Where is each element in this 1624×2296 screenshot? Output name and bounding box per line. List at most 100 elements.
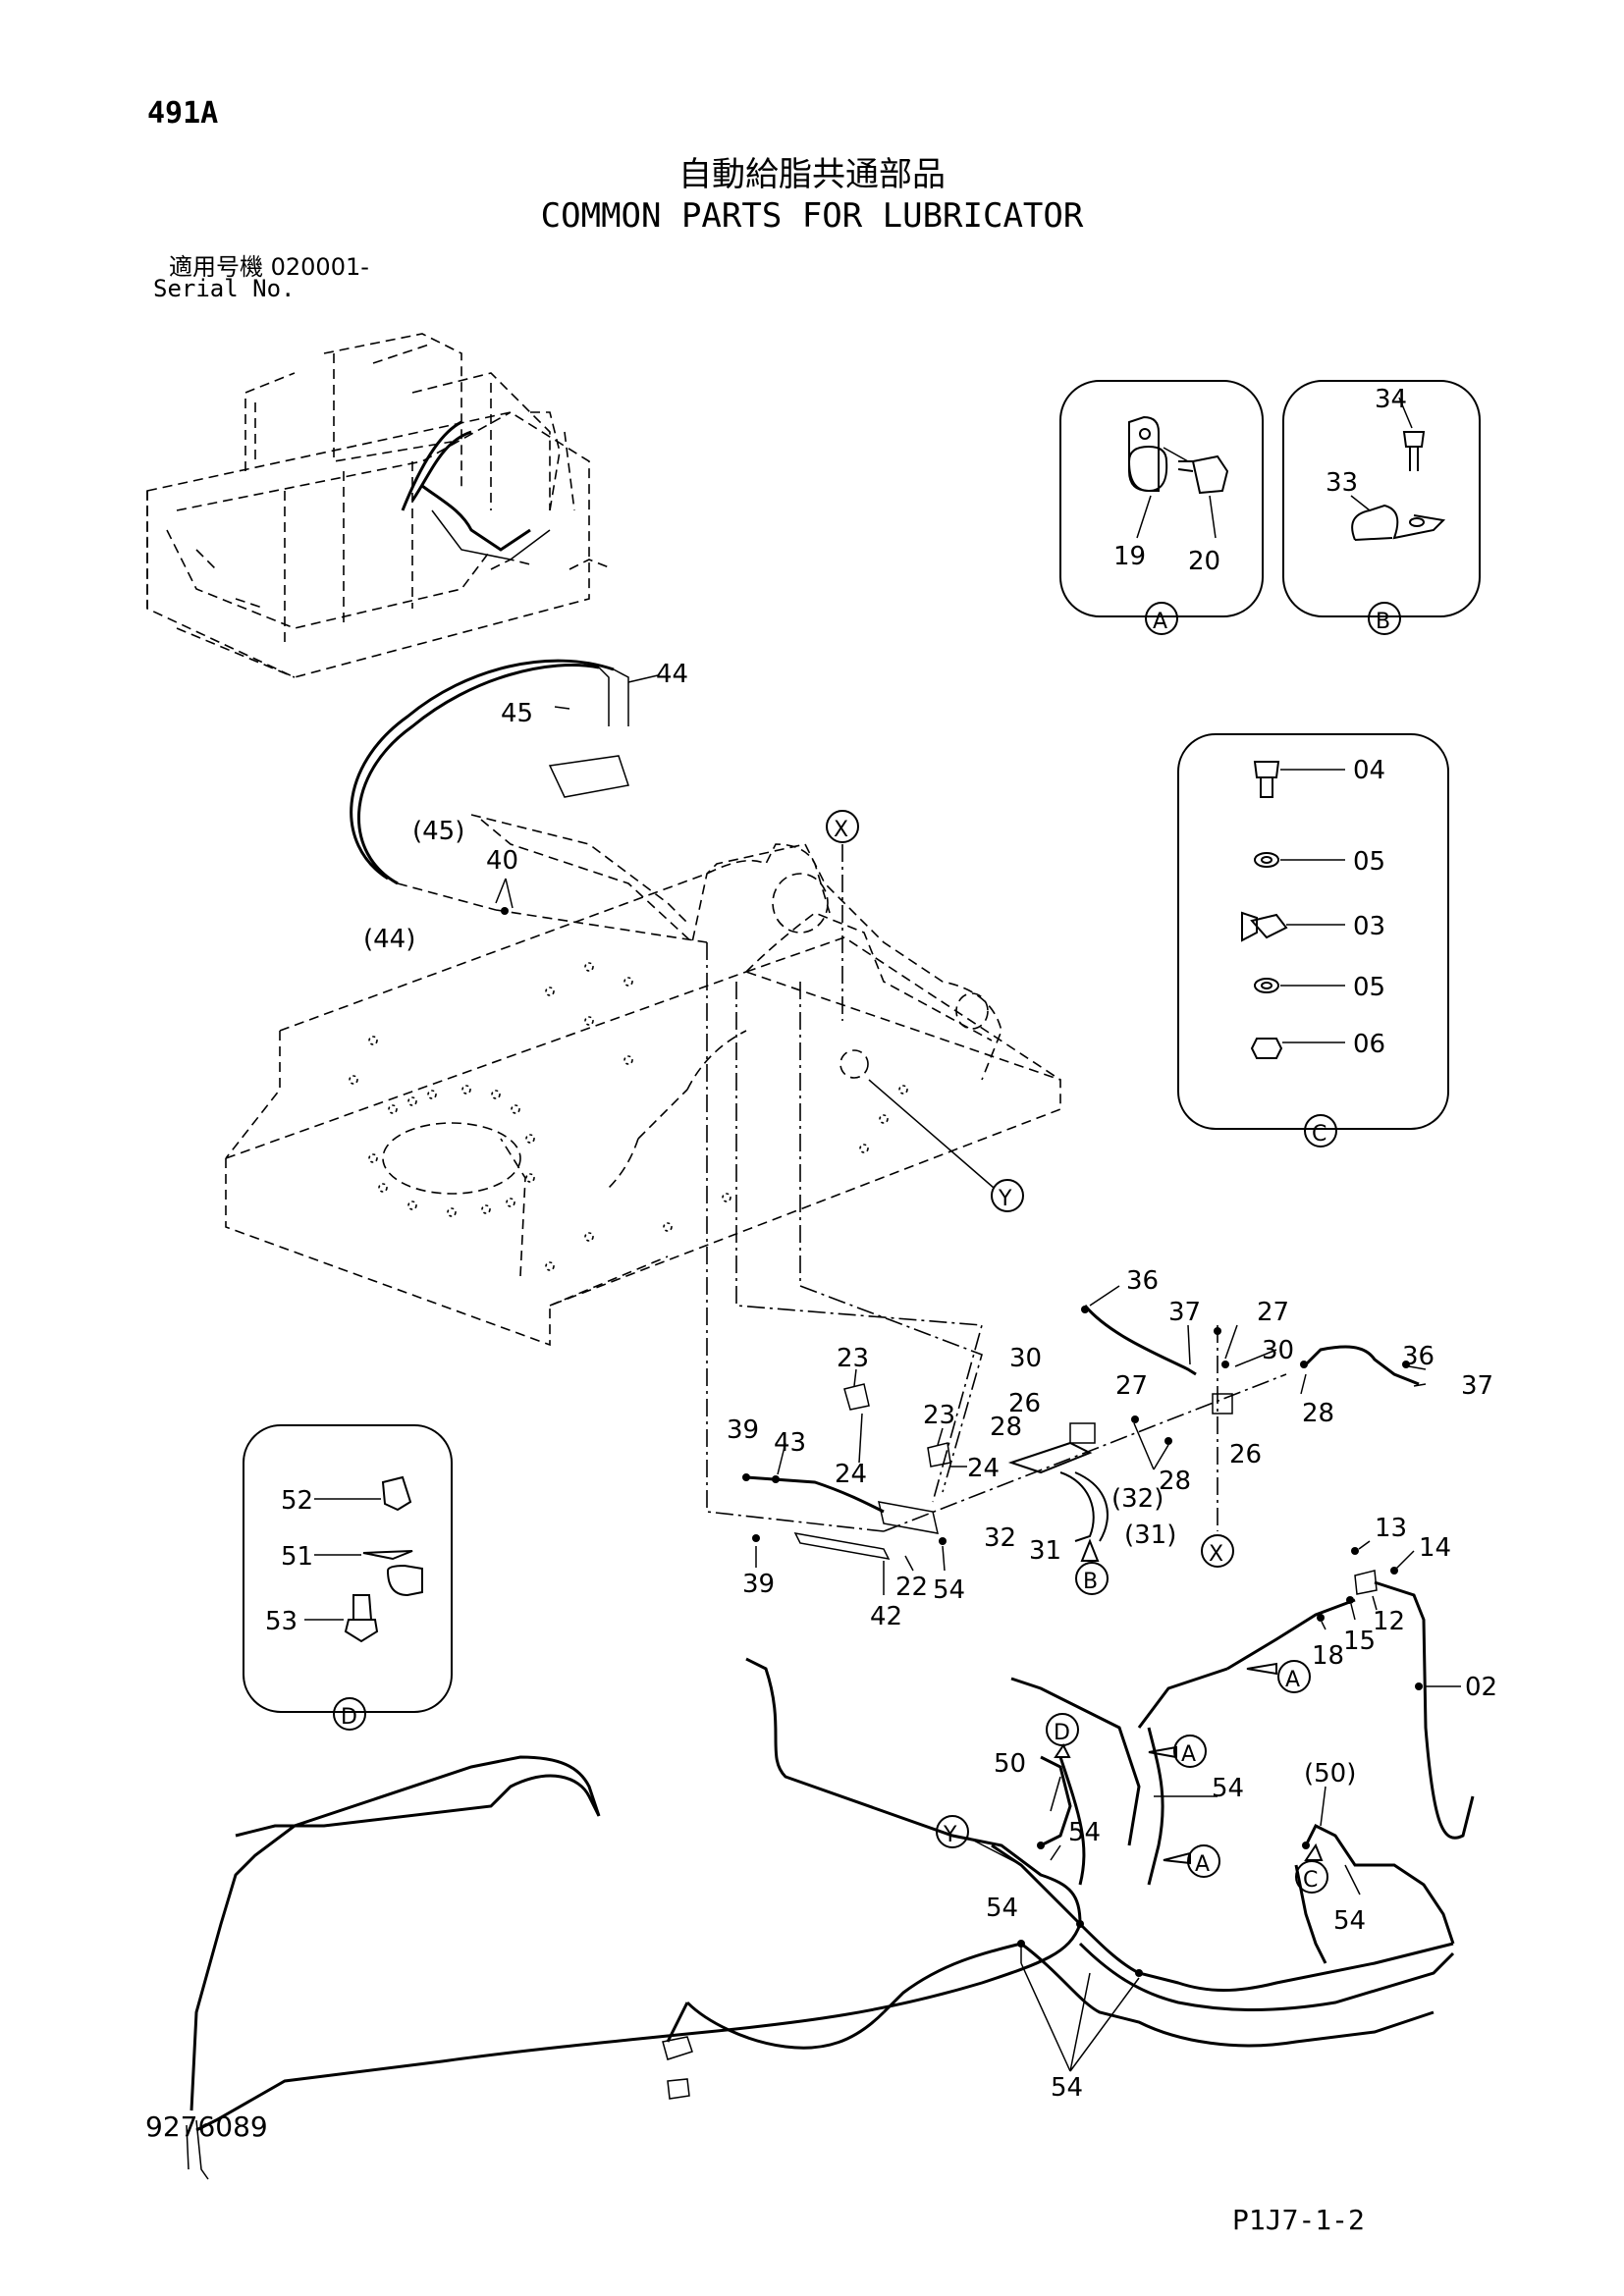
- callout-26-right: 26: [1229, 1440, 1262, 1469]
- svg-text:X: X: [834, 818, 848, 842]
- callout-02: 02: [1465, 1673, 1497, 1702]
- callout-54-mid: 54: [1068, 1818, 1101, 1847]
- callout-22: 22: [895, 1573, 928, 1602]
- svg-text:D: D: [341, 1705, 357, 1730]
- detail-d-marker: D: [333, 1697, 366, 1731]
- svg-text:A: A: [1153, 610, 1167, 634]
- callout-24-right: 24: [967, 1454, 1000, 1483]
- marker-b-centre: B: [1075, 1538, 1109, 1595]
- svg-text:B: B: [1376, 610, 1390, 634]
- marker-a-1: A: [1246, 1660, 1311, 1693]
- detail-a-marker: A: [1145, 602, 1178, 635]
- centre-fittings: 23 23 39 43 24 24 (32) 32 31 (31) 39 22 …: [727, 1344, 1176, 1631]
- lower-harness: [186, 1657, 1455, 2180]
- marker-d-lower: D: [1046, 1713, 1079, 1758]
- callout-43: 43: [774, 1428, 806, 1458]
- callout-34: 34: [1375, 385, 1407, 414]
- svg-text:A: A: [1285, 1668, 1300, 1692]
- lower-callouts: 50 54 54 (50) 54 54 54: [986, 1749, 1366, 2103]
- callout-23-right: 23: [923, 1401, 955, 1430]
- callout-03: 03: [1353, 912, 1385, 941]
- callout-19: 19: [1113, 542, 1146, 571]
- callout-20: 20: [1188, 547, 1220, 576]
- serial-label-japanese: 適用号機 020001-: [169, 253, 369, 281]
- callout-44: 44: [656, 660, 688, 689]
- marker-y-top: Y: [868, 1079, 1024, 1212]
- callout-36-right: 36: [1402, 1342, 1435, 1371]
- machine-overview: [146, 333, 590, 678]
- callout-51: 51: [281, 1542, 313, 1572]
- title-japanese: 自動給脂共通部品: [678, 155, 946, 194]
- page-number: 491A: [147, 96, 219, 131]
- upper-frame: [225, 559, 1061, 1347]
- callout-54-right: 54: [1212, 1774, 1244, 1803]
- marker-y-lower: Y: [936, 1815, 1022, 1866]
- marker-a-3: A: [1163, 1844, 1220, 1878]
- callout-23-left: 23: [837, 1344, 869, 1373]
- callout-13: 13: [1375, 1514, 1407, 1543]
- callout-32-ref: (32): [1111, 1484, 1164, 1514]
- title-english: COMMON PARTS FOR LUBRICATOR: [540, 196, 1084, 236]
- callout-39-top: 39: [727, 1415, 759, 1445]
- callout-39-bottom: 39: [742, 1570, 775, 1599]
- callout-31-ref: (31): [1124, 1521, 1176, 1550]
- callout-42: 42: [870, 1602, 902, 1631]
- callout-12: 12: [1373, 1607, 1405, 1636]
- svg-text:C: C: [1303, 1868, 1318, 1893]
- hose-44-45: 44 45 (45) 40 (44): [350, 659, 708, 954]
- callout-36-top: 36: [1126, 1266, 1159, 1296]
- document-number: 9276089: [145, 2110, 268, 2143]
- callout-28-right: 28: [1302, 1399, 1334, 1428]
- marker-a-2: A: [1148, 1735, 1207, 1768]
- callout-30-left: 30: [1009, 1344, 1042, 1373]
- svg-text:B: B: [1083, 1570, 1098, 1594]
- callout-04: 04: [1353, 756, 1385, 785]
- marker-x-top: X: [826, 810, 859, 1021]
- svg-text:X: X: [1209, 1542, 1223, 1567]
- callout-54-lower-right: 54: [1333, 1906, 1366, 1936]
- callout-37-right: 37: [1461, 1371, 1493, 1401]
- svg-text:C: C: [1312, 1122, 1326, 1147]
- svg-text:A: A: [1181, 1742, 1196, 1767]
- callout-06: 06: [1353, 1030, 1385, 1059]
- callout-30-right: 30: [1262, 1336, 1294, 1365]
- detail-b-marker: B: [1368, 602, 1401, 635]
- callout-45-ref: (45): [412, 817, 464, 846]
- detail-view-a: 19 20: [1059, 380, 1264, 617]
- callout-50-ref: (50): [1304, 1759, 1356, 1789]
- callout-32: 32: [984, 1523, 1016, 1553]
- callout-33: 33: [1326, 468, 1358, 498]
- marker-x-bottom: X: [1201, 1534, 1234, 1568]
- callout-53: 53: [265, 1607, 298, 1636]
- detail-view-d: 52 51 53: [243, 1424, 453, 1713]
- callout-27-mid: 27: [1115, 1371, 1148, 1401]
- page-reference: P1J7-1-2: [1232, 2204, 1365, 2236]
- callout-31: 31: [1029, 1536, 1061, 1566]
- routing-lines: [706, 942, 1287, 1532]
- callout-45: 45: [501, 699, 533, 728]
- callout-05-bottom: 05: [1353, 973, 1385, 1002]
- callout-27-top: 27: [1257, 1298, 1289, 1327]
- detail-c-marker: C: [1304, 1114, 1337, 1148]
- callout-26-left: 26: [1008, 1389, 1041, 1418]
- lube-lines-upper: 36 37 27 30 30 36 37 26 27 28 28 28 26: [990, 1266, 1493, 1496]
- callout-15: 15: [1343, 1627, 1376, 1656]
- callout-54-left: 54: [986, 1894, 1018, 1923]
- detail-view-c: 04 05 03 05 06: [1177, 733, 1449, 1130]
- svg-text:Y: Y: [943, 1823, 957, 1847]
- callout-37-top: 37: [1168, 1298, 1201, 1327]
- callout-44-ref: (44): [363, 925, 415, 954]
- serial-label-english: Serial No.: [153, 275, 296, 302]
- callout-18: 18: [1312, 1641, 1344, 1671]
- callout-40: 40: [486, 846, 518, 876]
- callout-14: 14: [1419, 1533, 1451, 1563]
- marker-c-lower: C: [1295, 1842, 1328, 1894]
- callout-05-top: 05: [1353, 847, 1385, 877]
- svg-text:Y: Y: [998, 1187, 1012, 1211]
- right-fittings: 13 14 18 15 12 02: [1226, 1514, 1497, 1840]
- callout-24-left: 24: [835, 1460, 867, 1489]
- svg-text:A: A: [1195, 1852, 1210, 1877]
- callout-50: 50: [994, 1749, 1026, 1779]
- svg-text:D: D: [1054, 1721, 1070, 1745]
